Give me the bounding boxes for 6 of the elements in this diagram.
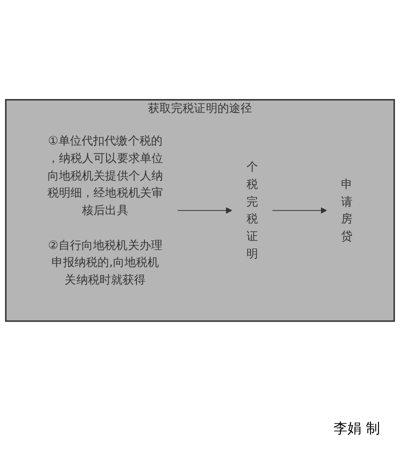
node-text: 个税完税证明 — [246, 159, 258, 260]
arrow — [177, 206, 232, 214]
arrow — [272, 206, 327, 214]
node-text: ①单位代扣代缴个税的，纳税人可以要求单位向地税机关提供个人纳税明细，经地税机关审核后出具 ②自行向地税机关办理申报纳税的,向地税机关纳税时就获得 — [47, 133, 164, 286]
credit-text: 李娟 制 — [332, 420, 381, 438]
node-text: 申请房贷 — [341, 176, 353, 243]
